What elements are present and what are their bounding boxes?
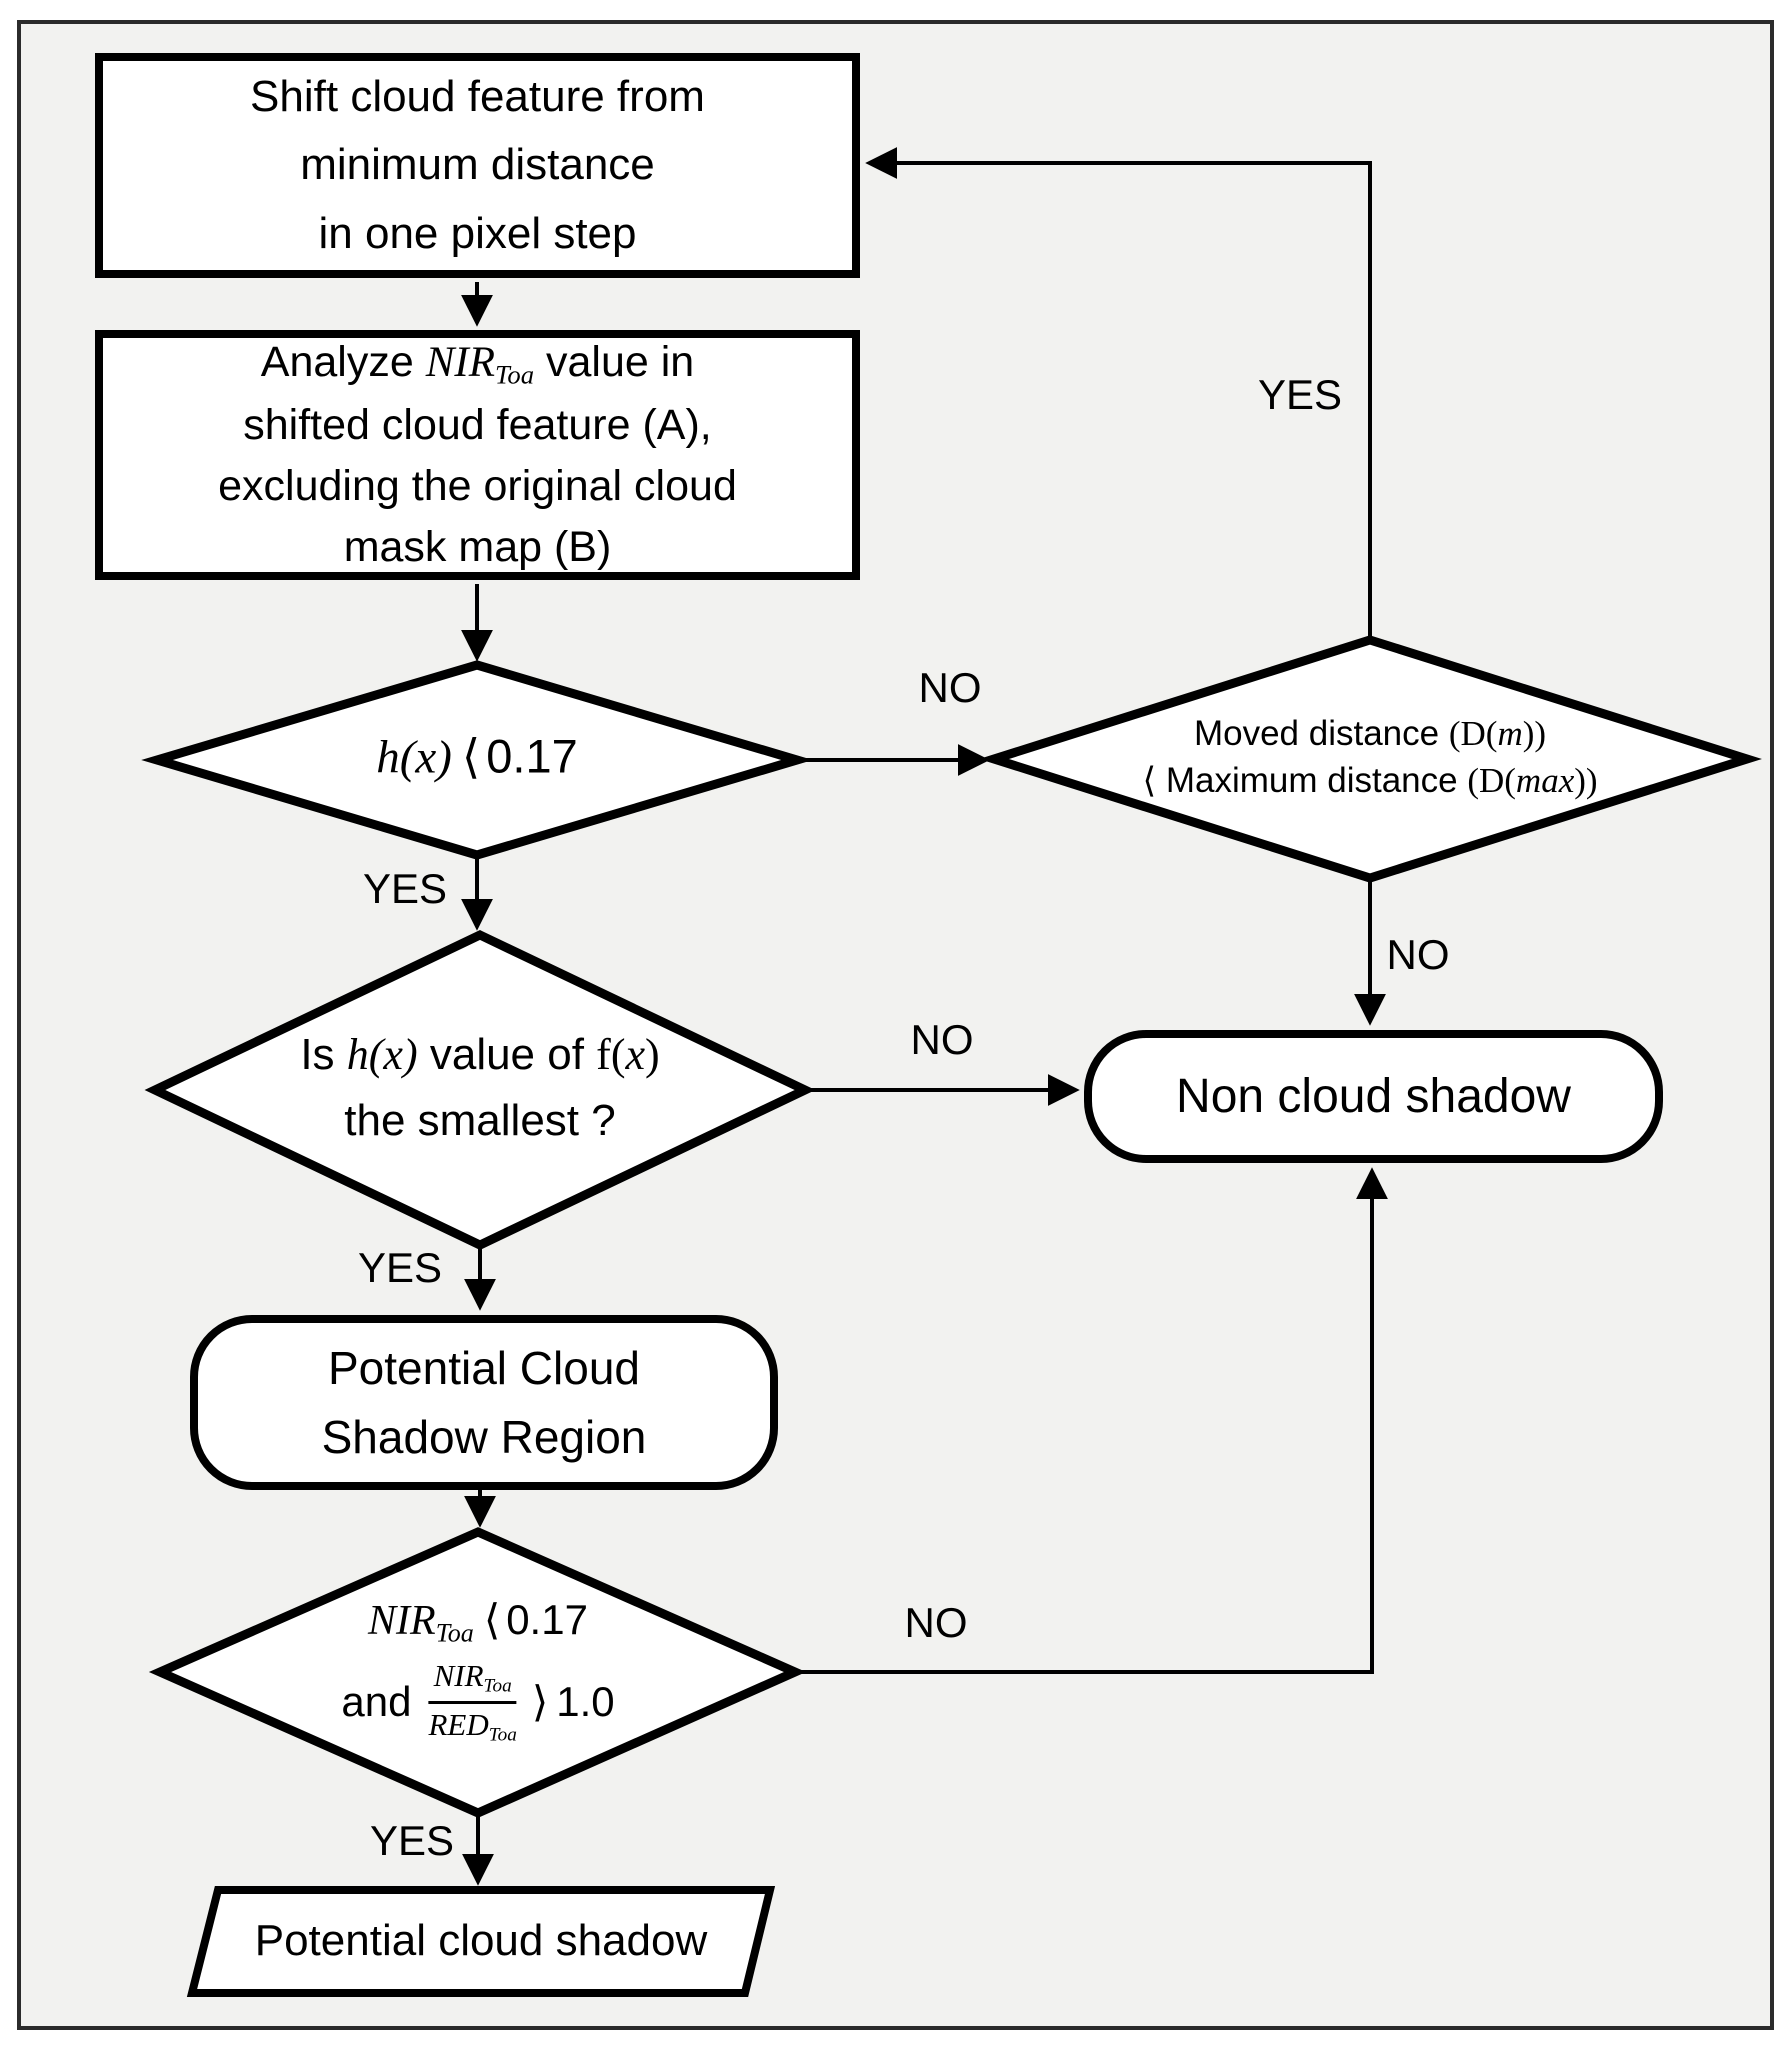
analyze-box-line4: mask map (B): [343, 522, 612, 571]
analyze-nir-box: Analyze NIRToa value in shifted cloud fe…: [95, 330, 860, 580]
edge-label-no-smallest: NO: [910, 1016, 974, 1063]
analyze-line1-suffix: value in: [534, 338, 695, 387]
fraction-denominator: REDToa: [423, 1704, 521, 1746]
ratio-threshold-value: 1.0: [556, 1677, 615, 1725]
edge-nir-no-to-noncloud: [795, 1167, 1388, 1674]
nir-symbol: NIR: [425, 339, 495, 387]
dm-close: )): [1522, 713, 1547, 753]
output-parallelogram-shape: [186, 1886, 776, 1997]
hx-diamond-text: h(x)⟨0.17: [376, 722, 578, 791]
fx-close: ): [645, 1030, 660, 1079]
toa-subscript: Toa: [483, 1675, 512, 1697]
smallest-line2: the smallest ?: [344, 1096, 616, 1145]
moved-line2: ⟨ Maximum distance (D(max)): [1142, 757, 1597, 804]
is-text: Is: [300, 1030, 347, 1079]
and-text: and: [341, 1677, 412, 1725]
potential-cloud-shadow-region-box: Potential Cloud Shadow Region: [190, 1315, 778, 1490]
hx-symbol: h(x): [376, 731, 452, 784]
shift-box-line2: minimum distance: [300, 140, 655, 190]
edge-moved-yes-feedback: [865, 147, 1372, 640]
moved-diamond-text: Moved distance (D(m)) ⟨ Maximum distance…: [1142, 710, 1597, 805]
nir-symbol: NIR: [433, 1658, 484, 1694]
nir-diamond-shape: [148, 1527, 807, 1818]
moved-diamond-shape: [979, 635, 1762, 883]
nir-red-ratio-fraction: NIRToa REDToa: [423, 1658, 521, 1746]
edge-label-yes-moved: YES: [1257, 371, 1343, 418]
dm-var: m: [1497, 713, 1523, 753]
fraction-numerator: NIRToa: [428, 1658, 517, 1704]
dmax-open: (D(: [1467, 761, 1516, 800]
shift-box-line1: Shift cloud feature from: [250, 71, 705, 121]
moved-line1: Moved distance (D(m)): [1142, 710, 1597, 757]
edge-label-no-hx: NO: [918, 664, 982, 711]
edge-label-no-moved: NO: [1386, 931, 1450, 978]
nir-line2: and NIRToa REDToa ⟩ 1.0: [341, 1658, 614, 1746]
shift-cloud-feature-box: Shift cloud feature from minimum distanc…: [95, 53, 860, 278]
output-parallelogram-text: Potential cloud shadow: [254, 1916, 708, 1966]
less-than-bracket: ⟨: [483, 1596, 501, 1644]
smallest-diamond-shape: [144, 930, 816, 1250]
pcsr-line1: Potential Cloud: [328, 1341, 640, 1394]
toa-subscript: Toa: [495, 359, 535, 390]
smallest-diamond-text: Is h(x) value of f(x) the smallest ?: [300, 1022, 659, 1154]
hx-symbol: h(x): [346, 1030, 418, 1079]
toa-subscript: Toa: [488, 1723, 517, 1745]
pcsr-line2: Shadow Region: [321, 1410, 647, 1463]
less-than-bracket: ⟨: [461, 729, 481, 783]
nir-line1: NIRToa ⟨0.17: [341, 1590, 614, 1652]
dmax-close: )): [1574, 761, 1598, 800]
maximum-distance-text: Maximum distance: [1165, 761, 1468, 800]
value-of-text: value of: [417, 1030, 597, 1079]
analyze-box-line3: excluding the original cloud: [218, 461, 737, 510]
edge-label-no-nir: NO: [904, 1599, 968, 1646]
moved-distance-text: Moved distance: [1193, 713, 1449, 753]
nir-symbol: NIR: [368, 1598, 436, 1645]
red-symbol: RED: [428, 1706, 489, 1742]
shift-box-line3: in one pixel step: [318, 208, 637, 258]
dmax-var: max: [1515, 761, 1575, 800]
smallest-line1: Is h(x) value of f(x): [300, 1022, 659, 1088]
edge-label-yes-hx: YES: [362, 865, 448, 912]
edge-label-yes-nir: YES: [369, 1817, 455, 1864]
fx-var: x: [625, 1030, 646, 1079]
non-cloud-shadow-label: Non cloud shadow: [1176, 1070, 1571, 1123]
nir-threshold-value: 0.17: [506, 1596, 588, 1644]
toa-subscript: Toa: [435, 1618, 474, 1648]
analyze-box-line1: Analyze NIRToa value in: [261, 332, 694, 394]
analyze-box-line2: shifted cloud feature (A),: [243, 400, 712, 449]
edge-label-yes-smallest: YES: [357, 1244, 443, 1291]
less-than-bracket: ⟨: [1142, 761, 1166, 800]
greater-than-bracket: ⟩: [531, 1677, 549, 1725]
non-cloud-shadow-box: Non cloud shadow: [1084, 1030, 1663, 1163]
hx-diamond-shape: [141, 660, 813, 860]
nir-diamond-text: NIRToa⟨0.17 and NIRToa REDToa ⟩ 1.0: [341, 1590, 614, 1746]
analyze-line1-prefix: Analyze: [260, 338, 426, 387]
hx-threshold-value: 0.17: [486, 729, 578, 783]
dm-open: (D(: [1448, 713, 1498, 753]
fx-open: f(: [596, 1030, 626, 1079]
